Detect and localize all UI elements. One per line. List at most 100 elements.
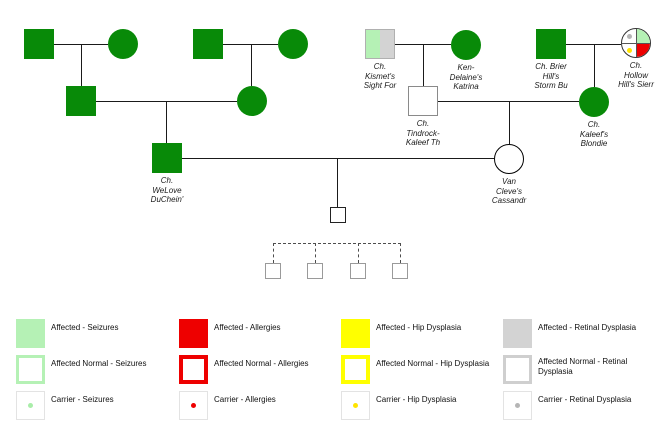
descent-line bbox=[81, 44, 82, 86]
node-label-sierra: Ch. Hollow Hill's Sierr bbox=[594, 61, 666, 90]
carrier-allergies-dot bbox=[191, 403, 196, 408]
pedigree-node-ancestor-male-2[interactable] bbox=[193, 29, 223, 59]
litter-drop-line bbox=[315, 243, 316, 263]
node-label-tindrock: Ch. Tindrock- Kaleef Th bbox=[381, 119, 465, 148]
litter-drop-line bbox=[358, 243, 359, 263]
pedigree-node-litter-pup-4[interactable] bbox=[392, 263, 408, 279]
pedigree-node-tindrock-kaleef[interactable] bbox=[408, 86, 438, 116]
pedigree-node-offspring[interactable] bbox=[330, 207, 346, 223]
label-line: Ch. bbox=[160, 176, 174, 185]
label-line: Ch. Brier bbox=[535, 62, 567, 71]
node-label-welove: Ch. WeLove DuChein' bbox=[125, 176, 209, 205]
label-line: Storm Bu bbox=[534, 81, 568, 90]
label-line: Ch. bbox=[416, 119, 430, 128]
legend-label-carrier-hip: Carrier - Hip Dysplasia bbox=[376, 395, 457, 404]
label-line: DuChein' bbox=[150, 195, 184, 204]
legend-label-affected-hip: Affected - Hip Dysplasia bbox=[376, 323, 462, 332]
affected-seizures-half bbox=[366, 30, 380, 58]
pedigree-node-ancestor-female-2[interactable] bbox=[278, 29, 308, 59]
label-line: Sight For bbox=[363, 81, 397, 90]
label-line: Ch. bbox=[587, 120, 601, 129]
legend-label-affected-seizures: Affected - Seizures bbox=[51, 323, 119, 332]
litter-drop-line bbox=[273, 243, 274, 263]
pedigree-node-ancestor-female-1[interactable] bbox=[108, 29, 138, 59]
pedigree-node-ancestor-male-1[interactable] bbox=[24, 29, 54, 59]
legend-swatch-affected-seizures bbox=[16, 319, 45, 348]
pedigree-node-granddam-left[interactable] bbox=[237, 86, 267, 116]
carrier-retinal-dot bbox=[626, 33, 632, 39]
label-line: Blondie bbox=[580, 139, 608, 148]
legend-swatch-carrier-allergies bbox=[179, 391, 208, 420]
label-line: Kaleef's bbox=[579, 129, 609, 139]
pedigree-node-litter-pup-1[interactable] bbox=[265, 263, 281, 279]
pedigree-node-litter-pup-3[interactable] bbox=[350, 263, 366, 279]
legend-swatch-affected-normal-seizures bbox=[16, 355, 45, 384]
descent-line bbox=[337, 158, 338, 207]
legend-label-carrier-seizures: Carrier - Seizures bbox=[51, 395, 114, 404]
descent-line bbox=[166, 101, 167, 143]
litter-bracket-line bbox=[273, 243, 401, 244]
legend-swatch-affected-normal-hip bbox=[341, 355, 370, 384]
legend-label-carrier-allergies: Carrier - Allergies bbox=[214, 395, 276, 404]
descent-line bbox=[423, 44, 424, 86]
quadrant-affected-seizures bbox=[636, 29, 650, 43]
mating-line bbox=[182, 158, 494, 159]
label-line: Hollow bbox=[623, 70, 648, 80]
label-line: Delaine's bbox=[449, 72, 483, 82]
legend-swatch-affected-normal-retinal bbox=[503, 355, 532, 384]
pedigree-node-litter-pup-2[interactable] bbox=[307, 263, 323, 279]
quadrant-affected-allergies bbox=[636, 43, 650, 57]
affected-retinal-half bbox=[380, 30, 394, 58]
mating-line bbox=[437, 101, 579, 102]
pedigree-node-ken-delaines-katrina[interactable] bbox=[451, 30, 481, 60]
node-label-blondie: Ch. Kaleef's Blondie bbox=[552, 120, 636, 149]
descent-line bbox=[509, 101, 510, 144]
carrier-retinal-legend-dot bbox=[515, 403, 520, 408]
pedigree-node-kismet-sight-for[interactable] bbox=[365, 29, 395, 59]
node-label-katrina: Ken- Delaine's Katrina bbox=[424, 63, 508, 92]
legend-swatch-affected-normal-allergies bbox=[179, 355, 208, 384]
legend-swatch-carrier-seizures bbox=[16, 391, 45, 420]
label-line: WeLove bbox=[152, 185, 182, 195]
legend-label-affected-normal-hip: Affected Normal - Hip Dysplasia bbox=[376, 359, 490, 368]
carrier-hip-dot bbox=[626, 47, 632, 53]
label-line: Van bbox=[502, 177, 516, 186]
label-line: Kaleef Th bbox=[405, 138, 441, 147]
carrier-hip-legend-dot bbox=[353, 403, 358, 408]
node-label-storm: Ch. Brier Hill's Storm Bu bbox=[509, 62, 593, 91]
mating-line bbox=[223, 44, 278, 45]
legend-label-affected-allergies: Affected - Allergies bbox=[214, 323, 281, 332]
pedigree-node-brier-hills-storm[interactable] bbox=[536, 29, 566, 59]
descent-line bbox=[594, 44, 595, 87]
pedigree-node-hollow-hills-sierra[interactable] bbox=[621, 28, 651, 58]
label-line: Ch. bbox=[629, 61, 643, 70]
litter-drop-line bbox=[400, 243, 401, 263]
label-line: Kismet's bbox=[365, 71, 395, 81]
pedigree-node-van-cleves-cassandra[interactable] bbox=[494, 144, 524, 174]
label-line: Ch. bbox=[373, 62, 387, 71]
legend-swatch-carrier-retinal bbox=[503, 391, 532, 420]
legend-label-carrier-retinal: Carrier - Retinal Dysplasia bbox=[538, 395, 632, 404]
quadrant-divider-v bbox=[636, 29, 637, 57]
legend-swatch-affected-allergies bbox=[179, 319, 208, 348]
node-label-cassandra: Van Cleve's Cassandr bbox=[467, 177, 551, 206]
legend-label-affected-normal-seizures: Affected Normal - Seizures bbox=[51, 359, 147, 368]
legend-swatch-carrier-hip bbox=[341, 391, 370, 420]
carrier-seizures-dot bbox=[28, 403, 33, 408]
pedigree-node-kaleefs-blondie[interactable] bbox=[579, 87, 609, 117]
mating-line bbox=[566, 44, 621, 45]
legend-label-affected-normal-retinal: Affected Normal - Retinal Dysplasia bbox=[538, 357, 628, 376]
label-line: Cleve's bbox=[496, 186, 522, 196]
pedigree-node-grandsire-left[interactable] bbox=[66, 86, 96, 116]
label-line: Hill's Sierr bbox=[618, 80, 654, 89]
label-line: Katrina bbox=[453, 82, 479, 91]
node-label-kismet: Ch. Kismet's Sight For bbox=[338, 62, 422, 91]
label-line: Tindrock- bbox=[406, 128, 440, 138]
label-line: Ken- bbox=[457, 63, 475, 72]
pedigree-node-welove-duchein[interactable] bbox=[152, 143, 182, 173]
legend-swatch-affected-hip bbox=[341, 319, 370, 348]
legend-label-affected-normal-allergies: Affected Normal - Allergies bbox=[214, 359, 309, 368]
descent-line bbox=[251, 44, 252, 86]
label-line: Cassandr bbox=[491, 196, 527, 205]
